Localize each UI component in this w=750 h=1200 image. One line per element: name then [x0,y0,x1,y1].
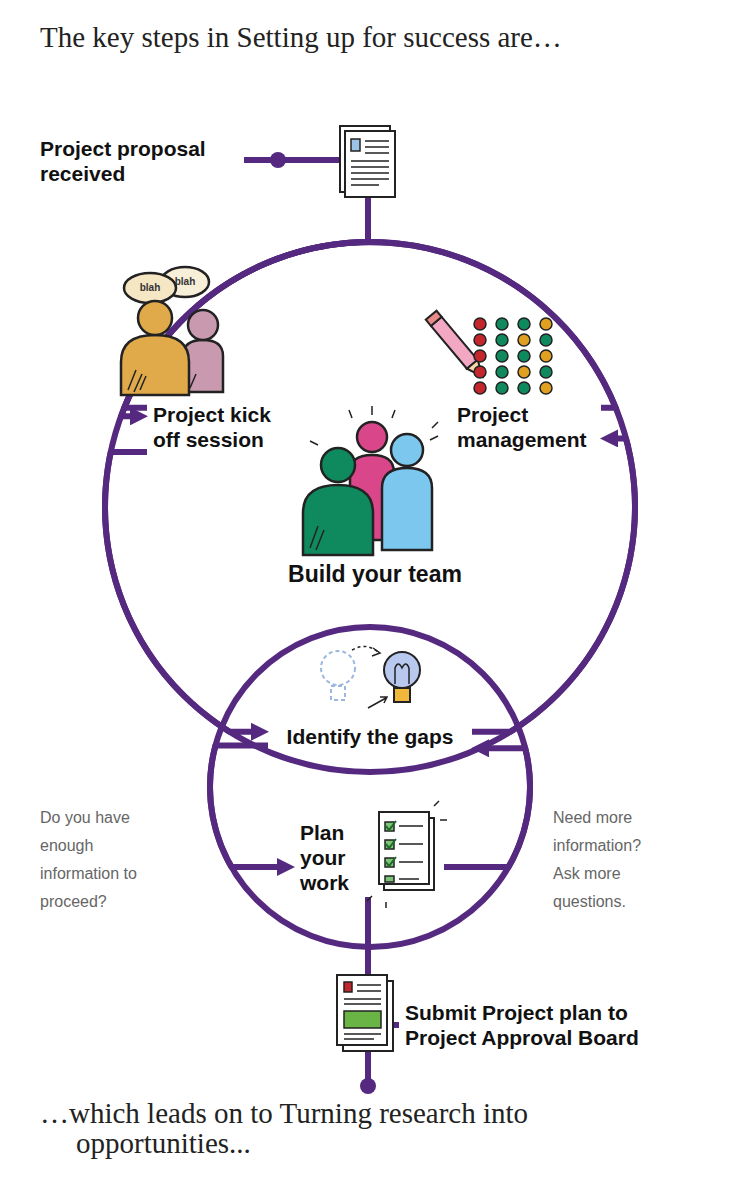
lightbulb-icon [368,697,387,708]
step-text: Submit Project plan to Project Approval … [405,1000,673,1050]
dot [518,382,530,394]
dot [474,318,486,330]
dot [474,366,486,378]
flow-connector [105,452,260,732]
people-talking-icon [121,335,189,395]
lightbulb-icon [395,664,409,684]
step-text: Project kick off session [153,402,291,452]
dot [518,366,530,378]
plan-document-icon [344,985,381,1039]
pencil-icon [426,311,488,381]
flow-connector [210,746,286,867]
flow-connector [444,748,530,867]
end-step: Submit Project plan to Project Approval … [399,998,679,1052]
people-talking-icon [124,273,176,303]
pencil-icon [426,311,442,326]
dot [496,382,508,394]
end-dot [270,152,376,1094]
dot [496,350,508,362]
people-talking-icon [121,267,223,395]
plan-document-icon [337,975,387,1045]
dot [518,334,530,346]
step-text: Project proposal received [40,136,238,186]
checklist-icon [379,812,429,884]
team-icon [357,422,387,452]
dot [518,350,530,362]
flow-connector [121,242,616,416]
team-icon [382,468,432,550]
lightbulb-icon [331,686,345,700]
checklist-icon [386,821,396,866]
loop-circle [210,627,530,947]
loop-circle [105,242,635,1085]
dot-grid [474,318,552,394]
plan-document-icon [344,982,352,992]
people-talking-icon [188,310,218,340]
step-label: Plan your work [294,818,444,897]
dot [540,382,552,394]
flow-connector [472,438,635,731]
team-icon [310,406,438,550]
step-label: Project kick off session [147,400,297,454]
lightbulb-icon [394,688,410,702]
document-icon [345,131,395,197]
dot [474,382,486,394]
step-label: Identify the gaps [268,722,472,751]
loop-circle [105,242,635,772]
dot [474,334,486,346]
checklist-icon [367,801,447,908]
pencil-icon [467,360,488,381]
people-talking-icon [138,301,172,335]
step-text: Project management [457,402,595,452]
checklist-icon [385,876,394,882]
dot [474,350,486,362]
dot [540,350,552,362]
team-icon [303,406,438,555]
lightbulb-icon [384,652,420,688]
team-icon [321,448,355,482]
dot [496,318,508,330]
start-step: Project proposal received [34,134,244,188]
dot [540,334,552,346]
plan-document-icon [344,1011,381,1028]
step-text: Build your team [241,560,509,588]
dot [540,318,552,330]
speech-word: blah [165,275,205,289]
dot [540,366,552,378]
end-dot [360,1078,376,1094]
checklist-icon [367,801,447,908]
lightbulb-icon [321,646,420,708]
step-text: Identify the gaps [274,724,466,749]
plan-document-icon [337,975,393,1051]
lightbulb-icon [372,648,380,656]
document-icon [351,139,360,151]
step-label: Project management [451,400,601,454]
dot [496,334,508,346]
people-talking-icon [128,370,196,392]
pencil-icon [431,317,478,369]
document-icon [340,126,395,197]
checklist-icon [385,822,394,882]
dot [496,366,508,378]
team-icon [391,434,423,466]
question-note: Need more information? Ask more question… [553,804,665,916]
checklist-icon [399,826,423,879]
title: The key steps in Setting up for success … [40,22,720,52]
dot [518,318,530,330]
question-note: Do you have enough information to procee… [40,804,168,916]
caption: …which leads on to Turning research into… [40,1098,636,1158]
speech-word: blah [130,281,170,295]
step-label: Build your team [235,558,515,590]
step-text: Plan your work [300,820,362,895]
lightbulb-icon [321,651,355,685]
document-icon [351,141,389,185]
team-icon [303,485,373,555]
